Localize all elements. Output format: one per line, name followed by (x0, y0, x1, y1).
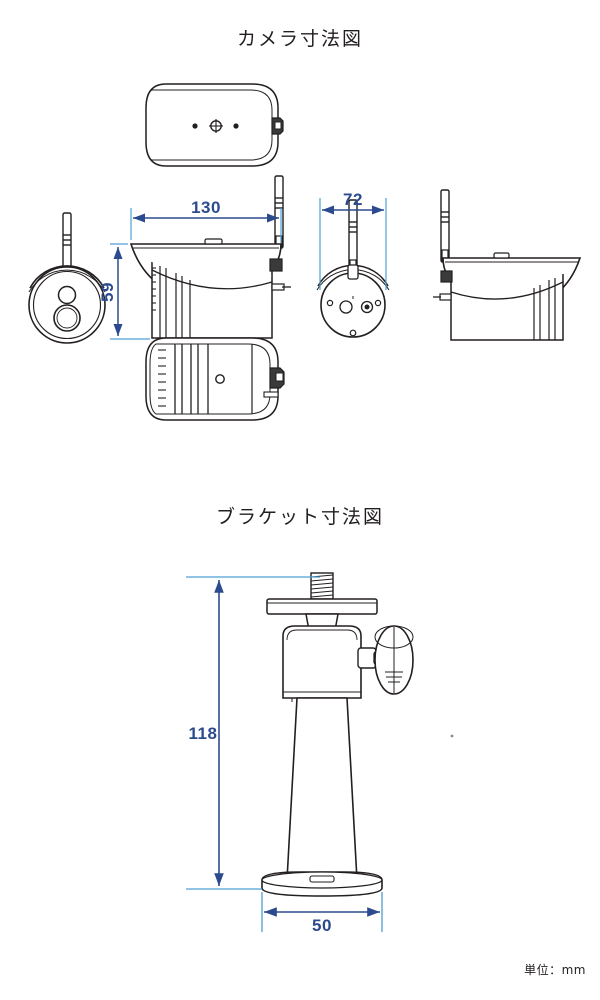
dimension-value-50: 50 (312, 916, 332, 935)
camera-rear-view (316, 199, 390, 338)
bracket-drawing-group: 118 50 (186, 572, 454, 935)
camera-top-view (145, 83, 284, 167)
camera-section-title: カメラ寸法図 (236, 28, 363, 50)
camera-bottom-view (145, 337, 285, 421)
camera-side-view-right (433, 189, 582, 341)
dimension-bracket-base-width: 50 (261, 892, 383, 935)
camera-side-view-left (129, 175, 291, 339)
camera-front-view (28, 212, 106, 344)
bracket-section-title: ブラケット寸法図 (215, 506, 384, 528)
dimension-camera-length: 130 (130, 198, 282, 243)
dimension-value-72: 72 (343, 190, 363, 209)
dimension-value-59: 59 (98, 282, 117, 302)
dimension-camera-height: 59 (98, 243, 150, 340)
dimension-camera-width: 72 (319, 190, 387, 290)
units-note: 単位：mm (524, 963, 586, 977)
bracket-front-view (261, 572, 454, 897)
camera-drawing-group: 130 59 72 (28, 83, 582, 421)
dimension-value-130: 130 (191, 198, 221, 217)
dimension-value-118: 118 (189, 724, 218, 743)
dimension-bracket-height: 118 (186, 576, 320, 890)
